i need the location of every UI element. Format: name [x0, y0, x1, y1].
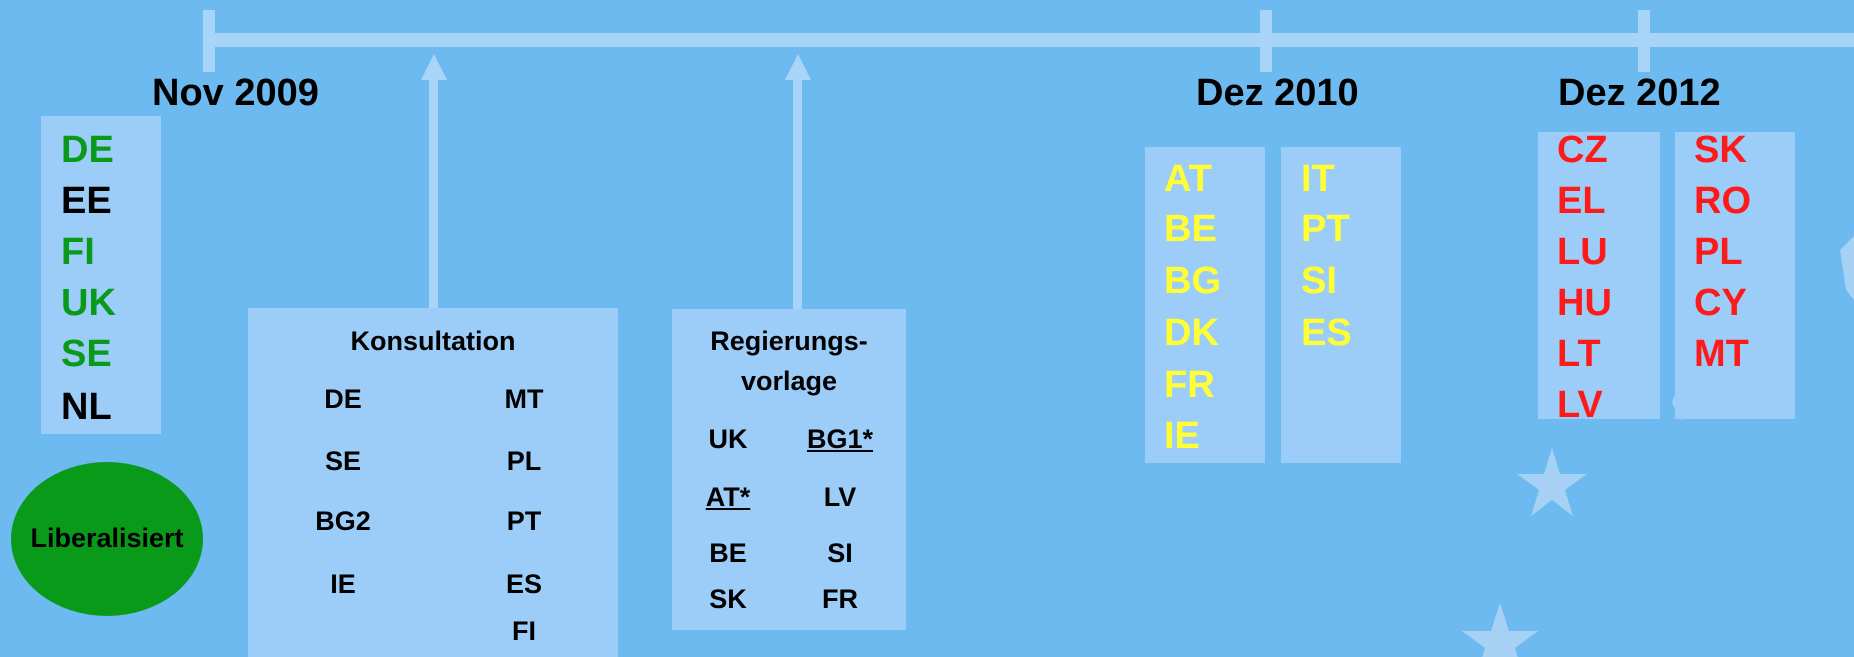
konsultation-item: ES	[505, 569, 543, 599]
star-icon	[1462, 603, 1538, 657]
dez2012-item: HU	[1557, 282, 1612, 324]
dez2012-item: CY	[1694, 282, 1747, 324]
timeline-tick-nov2009	[203, 10, 215, 72]
dez2010-item: IT	[1301, 158, 1335, 200]
arrow-up-icon	[421, 54, 447, 80]
liberalized-item-de: DE	[61, 129, 114, 171]
star-icon	[1517, 448, 1587, 516]
liberalized-item-nl: NL	[61, 386, 112, 428]
dez2010-item: BE	[1164, 208, 1217, 250]
dez2012-item: RO	[1694, 180, 1751, 222]
dez2010-item: PT	[1301, 208, 1350, 250]
konsultation-item: IE	[330, 569, 356, 599]
date-dez2010: Dez 2010	[1196, 72, 1359, 114]
dez2010-item: IE	[1164, 415, 1200, 457]
star-icon	[1840, 236, 1854, 300]
dez2010-item: AT	[1164, 158, 1212, 200]
konsultation-item: DE	[324, 384, 362, 414]
dez2012-item: EL	[1557, 180, 1606, 222]
dez2010-item: ES	[1301, 312, 1352, 354]
regierungsvorlage-item: BE	[709, 538, 747, 568]
regierungsvorlage-item: AT*	[705, 482, 751, 512]
timeline-tick-dez2012	[1638, 10, 1650, 72]
dez2010-item: BG	[1164, 260, 1221, 302]
dez2012-item: SK	[1694, 129, 1747, 171]
dez2012-panel-1	[1538, 132, 1660, 419]
regierungsvorlage-item: SK	[709, 584, 747, 614]
dez2012-item: LT	[1557, 333, 1601, 375]
dez2010-panel-2	[1281, 147, 1401, 463]
liberalized-legend-label: Liberalisiert	[30, 523, 184, 553]
dez2012-item: PL	[1694, 231, 1743, 273]
date-dez2012: Dez 2012	[1558, 72, 1721, 114]
konsultation-title: Konsultation	[350, 326, 516, 356]
arrow-up-icon	[785, 54, 811, 80]
konsultation-item: FI	[512, 616, 536, 646]
liberalized-item-se: SE	[61, 333, 112, 375]
konsultation-panel	[248, 308, 618, 657]
regierungsvorlage-item: BG1*	[806, 424, 874, 454]
regierungsvorlage-title-line1: Regierungs-	[710, 326, 868, 356]
arrow-konsultation-shaft	[429, 72, 438, 310]
timeline-tick-dez2010	[1260, 10, 1272, 72]
konsultation-item: SE	[324, 446, 362, 476]
dez2012-item: CZ	[1557, 129, 1608, 171]
dez2010-item: SI	[1301, 260, 1337, 302]
dez2012-item: LV	[1557, 384, 1603, 426]
timeline-line	[205, 33, 1854, 47]
liberalized-item-fi: FI	[61, 231, 95, 273]
liberalized-item-uk: UK	[61, 282, 116, 324]
regierungsvorlage-item: FR	[822, 584, 858, 614]
regierungsvorlage-title-line2: vorlage	[740, 366, 838, 396]
konsultation-item: BG2	[315, 506, 371, 536]
konsultation-item: PL	[506, 446, 542, 476]
dez2012-panel-2	[1675, 132, 1795, 419]
konsultation-item: PT	[506, 506, 542, 536]
konsultation-item: MT	[504, 384, 544, 414]
regierungsvorlage-item: LV	[823, 482, 857, 512]
date-nov2009: Nov 2009	[152, 72, 319, 114]
dez2010-item: DK	[1164, 312, 1219, 354]
dez2010-panel-1	[1145, 147, 1265, 463]
dez2012-item: LU	[1557, 231, 1608, 273]
regierungsvorlage-item: SI	[827, 538, 853, 568]
dez2010-item: FR	[1164, 364, 1215, 406]
regierungsvorlage-item: UK	[708, 424, 748, 454]
arrow-regierungsvorlage-shaft	[793, 72, 802, 310]
regierungsvorlage-panel	[672, 309, 906, 630]
liberalized-item-ee: EE	[61, 180, 112, 222]
liberalized-legend-badge	[11, 462, 203, 616]
liberalized-panel	[41, 116, 161, 434]
dez2012-item: MT	[1694, 333, 1749, 375]
